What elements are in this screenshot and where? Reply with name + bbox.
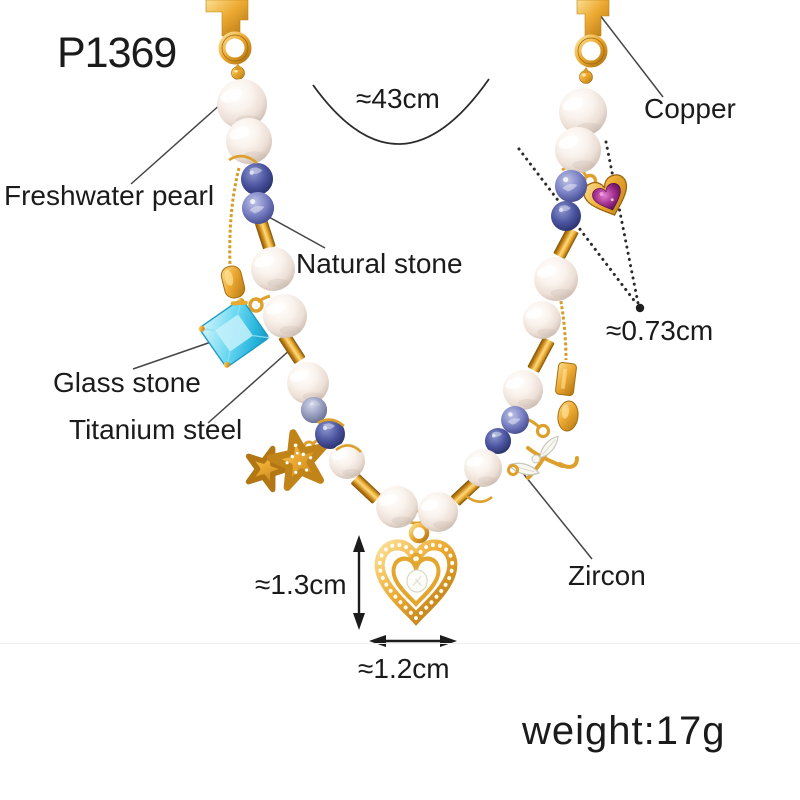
material-steel-label: Titanium steel <box>69 414 243 445</box>
pearl-bead <box>418 492 458 532</box>
pendant-width-arrow <box>369 635 457 647</box>
material-copper-label: Copper <box>644 93 736 124</box>
pearl-bead <box>534 257 578 301</box>
pearl-bead <box>523 301 561 339</box>
pearl-bead <box>287 362 329 404</box>
pearl-bead <box>464 449 502 487</box>
natural-stone-bead <box>554 169 588 203</box>
right-chain-tassel <box>555 295 579 432</box>
pearl-bead <box>503 370 543 410</box>
stone-size-callout <box>517 140 640 305</box>
left-clasp-tab <box>205 0 252 80</box>
chain-length-arc <box>312 78 490 145</box>
natural-stone-bead <box>551 201 581 231</box>
natural-stone-bead <box>241 191 275 225</box>
bead-strand <box>217 79 607 532</box>
material-stone-label: Natural stone <box>296 248 463 279</box>
chain-length-label: ≈43cm <box>356 83 440 114</box>
pendant-height-label: ≈1.3cm <box>255 569 347 600</box>
pearl-bead <box>376 486 418 528</box>
pearl-bead <box>329 443 365 479</box>
left-chain-tassel <box>220 167 246 299</box>
pearl-bead <box>251 247 295 291</box>
material-glass-label: Glass stone <box>53 367 201 398</box>
gold-wire-wraps <box>228 154 493 504</box>
pearl-bead <box>263 294 307 338</box>
natural-stone-bead <box>501 406 529 434</box>
product-code: P1369 <box>57 29 177 77</box>
stone-diameter-label: ≈0.73cm <box>606 315 714 346</box>
right-clasp-tab <box>574 0 610 84</box>
material-pearl-label: Freshwater pearl <box>4 180 215 211</box>
steel-tube-beads <box>254 218 579 506</box>
natural-stone-bead <box>240 162 274 196</box>
zircon-dragonfly-charm <box>507 415 579 480</box>
material-zircon-label: Zircon <box>568 560 646 591</box>
pendant-height-arrow <box>353 535 365 630</box>
product-weight-label: weight:17g <box>522 709 726 753</box>
glass-stone-charm <box>198 294 271 368</box>
callout-end-dot <box>635 303 645 313</box>
pearl-bead <box>555 127 601 173</box>
photo-edge-line <box>0 643 800 644</box>
pendant-width-label: ≈1.2cm <box>358 653 450 684</box>
